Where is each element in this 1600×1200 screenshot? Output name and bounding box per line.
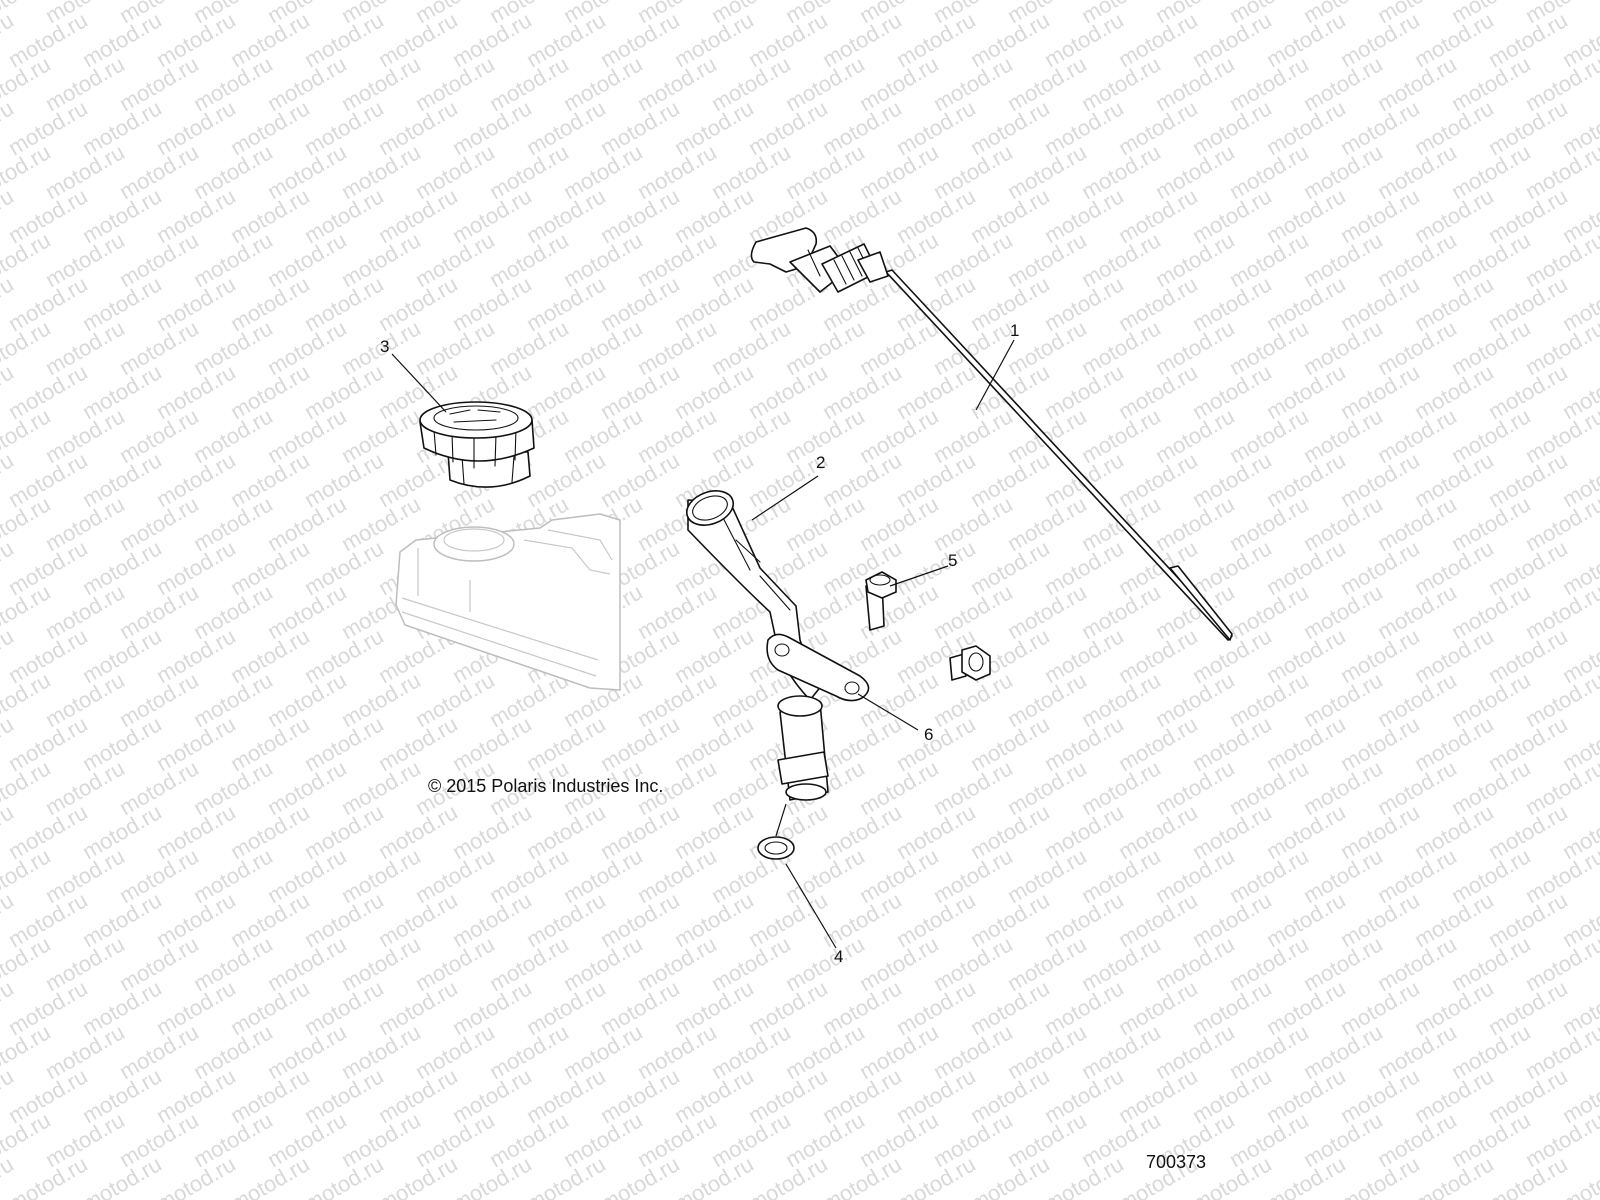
copyright-notice: © 2015 Polaris Industries Inc. [428, 776, 663, 796]
callout-label-1: 1 [1010, 321, 1019, 340]
callout-label-4: 4 [834, 947, 843, 966]
oil-dipstick [750, 227, 1233, 641]
callout-label-2: 2 [816, 453, 825, 472]
leader-lines [391, 339, 1015, 949]
flange-bolts [865, 571, 991, 681]
figure-number: 700373 [1146, 1152, 1206, 1172]
callout-label-3: 3 [380, 337, 389, 356]
watermark-text: motod.ru [1595, 0, 1600, 28]
o-ring [757, 836, 795, 860]
oil-fill-cap [419, 401, 535, 488]
mounting-bracket [766, 633, 870, 702]
valve-cover-ghost [395, 513, 621, 691]
callout-label-5: 5 [948, 551, 957, 570]
callout-label-6: 6 [924, 725, 933, 744]
